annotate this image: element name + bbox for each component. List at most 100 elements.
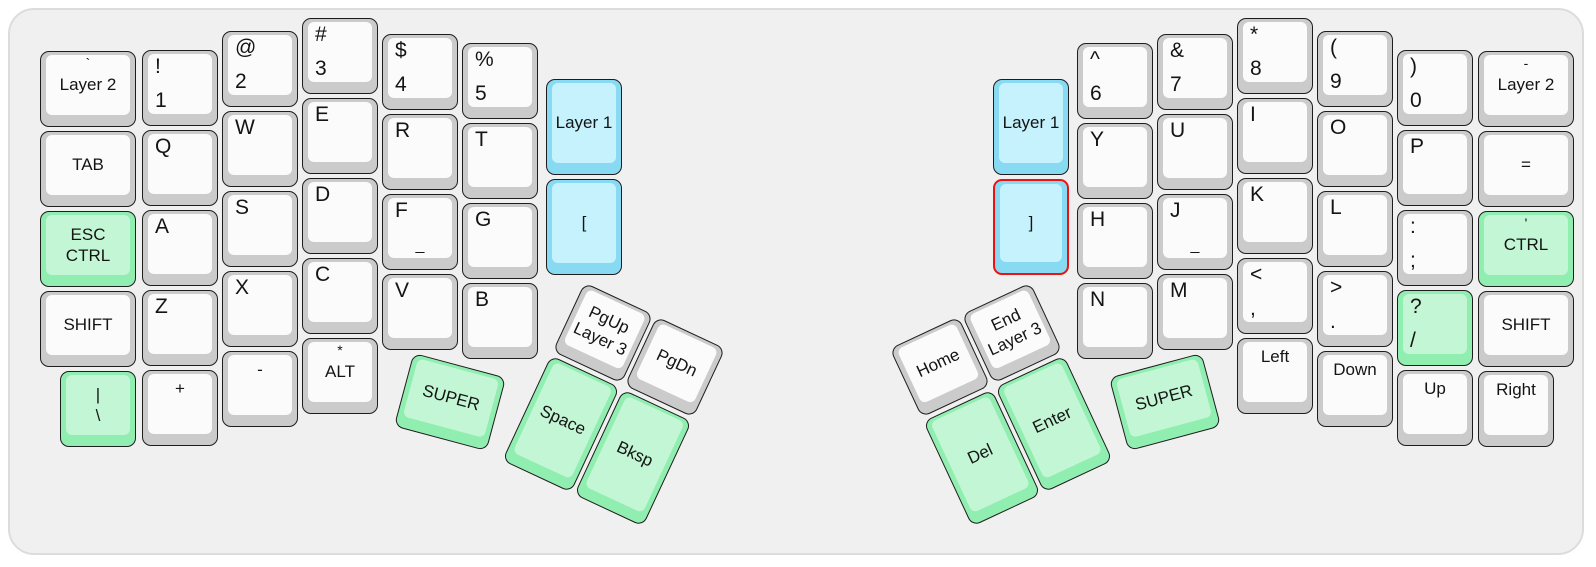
keycap-surface: I bbox=[1243, 102, 1307, 162]
key-label-c: ] bbox=[1028, 213, 1034, 233]
key-left-arrow[interactable]: Left bbox=[1237, 338, 1313, 414]
key-layer1-right[interactable]: Layer 1 bbox=[993, 79, 1069, 175]
key-equals[interactable]: = bbox=[1478, 131, 1574, 207]
keycap-surface: 'CTRL bbox=[1484, 215, 1568, 275]
key-label-tl: T bbox=[475, 128, 488, 151]
key-1-exclam[interactable]: !1 bbox=[142, 50, 218, 126]
key-z[interactable]: Z bbox=[142, 290, 218, 366]
key-h[interactable]: H bbox=[1077, 203, 1153, 279]
key-3-hash[interactable]: #3 bbox=[302, 18, 378, 94]
key-right-bracket[interactable]: ] bbox=[993, 179, 1069, 275]
key-label-tl: ! bbox=[155, 55, 161, 78]
key-shift-right[interactable]: SHIFT bbox=[1478, 291, 1574, 367]
key-label-t: Right bbox=[1496, 380, 1536, 399]
key-label-tl: M bbox=[1170, 279, 1188, 302]
key-q[interactable]: Q bbox=[142, 130, 218, 206]
key-m[interactable]: M bbox=[1157, 274, 1233, 350]
key-up-arrow[interactable]: Up bbox=[1397, 370, 1473, 446]
key-label-tl: X bbox=[235, 276, 250, 299]
key-8-star[interactable]: *8 bbox=[1237, 18, 1313, 94]
key-plus[interactable]: + bbox=[142, 370, 218, 446]
key-pipe-backslash[interactable]: |\ bbox=[60, 371, 136, 447]
keycap-surface: TAB bbox=[46, 135, 130, 195]
key-v[interactable]: V bbox=[382, 274, 458, 350]
key-tab[interactable]: TAB bbox=[40, 131, 136, 207]
key-semicolon-colon[interactable]: :; bbox=[1397, 210, 1473, 286]
keycap-surface: Layer 1 bbox=[999, 83, 1063, 163]
key-minus[interactable]: - bbox=[222, 351, 298, 427]
key-label-tl: * bbox=[1250, 23, 1259, 46]
keycap-surface: = bbox=[1484, 135, 1568, 195]
key-label-c: Layer 1 bbox=[1002, 113, 1060, 133]
key-4-dollar[interactable]: $4 bbox=[382, 34, 458, 110]
key-c[interactable]: C bbox=[302, 258, 378, 334]
key-t[interactable]: T bbox=[462, 123, 538, 199]
key-p[interactable]: P bbox=[1397, 130, 1473, 206]
key-9-paren[interactable]: (9 bbox=[1317, 31, 1393, 107]
key-label-tl: O bbox=[1330, 116, 1347, 139]
key-layer2-left[interactable]: `Layer 2 bbox=[40, 51, 136, 127]
key-label-tl: ( bbox=[1330, 36, 1337, 59]
key-l[interactable]: L bbox=[1317, 191, 1393, 267]
key-alt[interactable]: *ALT bbox=[302, 338, 378, 414]
keycap-surface: >. bbox=[1323, 275, 1387, 335]
key-label-t: Down bbox=[1333, 360, 1377, 379]
key-shift-left[interactable]: SHIFT bbox=[40, 291, 136, 367]
key-0-paren[interactable]: )0 bbox=[1397, 50, 1473, 126]
key-label-tl: > bbox=[1330, 276, 1343, 299]
key-2-at[interactable]: @2 bbox=[222, 31, 298, 107]
keycap-surface: G bbox=[468, 207, 532, 267]
keycap-surface: [ bbox=[552, 183, 616, 263]
key-label-bl: 3 bbox=[315, 57, 327, 80]
key-g[interactable]: G bbox=[462, 203, 538, 279]
key-right-arrow[interactable]: Right bbox=[1478, 371, 1554, 447]
keycap-surface: $4 bbox=[388, 38, 452, 98]
key-quote-ctrl[interactable]: 'CTRL bbox=[1478, 211, 1574, 287]
key-e[interactable]: E bbox=[302, 98, 378, 174]
key-period-gt[interactable]: >. bbox=[1317, 271, 1393, 347]
key-label-tl: : bbox=[1410, 215, 1416, 238]
key-b[interactable]: B bbox=[462, 283, 538, 359]
key-comma-lt[interactable]: <, bbox=[1237, 258, 1313, 334]
key-s[interactable]: S bbox=[222, 191, 298, 267]
key-label-c: Layer 1 bbox=[555, 113, 613, 133]
key-a[interactable]: A bbox=[142, 210, 218, 286]
key-label-tl: Z bbox=[155, 295, 168, 318]
key-label-bl: 7 bbox=[1170, 73, 1182, 96]
key-n[interactable]: N bbox=[1077, 283, 1153, 359]
keycap-surface: %5 bbox=[468, 47, 532, 107]
key-k[interactable]: K bbox=[1237, 178, 1313, 254]
keycap-surface: U bbox=[1163, 118, 1227, 178]
key-slash-question[interactable]: ?/ bbox=[1397, 290, 1473, 366]
key-label-tc: ` bbox=[85, 55, 91, 71]
key-down-arrow[interactable]: Down bbox=[1317, 351, 1393, 427]
key-left-bracket[interactable]: [ bbox=[546, 179, 622, 275]
key-label-tc: - bbox=[1523, 55, 1529, 71]
key-i[interactable]: I bbox=[1237, 98, 1313, 174]
key-label-tl: ^ bbox=[1090, 48, 1100, 71]
key-d[interactable]: D bbox=[302, 178, 378, 254]
key-label-tl: J bbox=[1170, 199, 1181, 222]
key-j[interactable]: J_ bbox=[1157, 194, 1233, 270]
key-y[interactable]: Y bbox=[1077, 123, 1153, 199]
keycap-surface: K bbox=[1243, 182, 1307, 242]
key-5-percent[interactable]: %5 bbox=[462, 43, 538, 119]
key-label-tl: ) bbox=[1410, 55, 1417, 78]
key-7-amp[interactable]: &7 bbox=[1157, 34, 1233, 110]
key-o[interactable]: O bbox=[1317, 111, 1393, 187]
key-x[interactable]: X bbox=[222, 271, 298, 347]
keycap-surface: #3 bbox=[308, 22, 372, 82]
key-r[interactable]: R bbox=[382, 114, 458, 190]
key-w[interactable]: W bbox=[222, 111, 298, 187]
key-layer2-right[interactable]: - Layer 2 bbox=[1478, 51, 1574, 127]
keycap-surface: X bbox=[228, 275, 292, 335]
keycap-surface: &7 bbox=[1163, 38, 1227, 98]
key-f[interactable]: F_ bbox=[382, 194, 458, 270]
key-label-tl: @ bbox=[235, 36, 257, 59]
key-layer1-left[interactable]: Layer 1 bbox=[546, 79, 622, 175]
key-u[interactable]: U bbox=[1157, 114, 1233, 190]
key-6-caret[interactable]: ^6 bbox=[1077, 43, 1153, 119]
key-label-c: Layer 2 bbox=[1497, 75, 1555, 95]
